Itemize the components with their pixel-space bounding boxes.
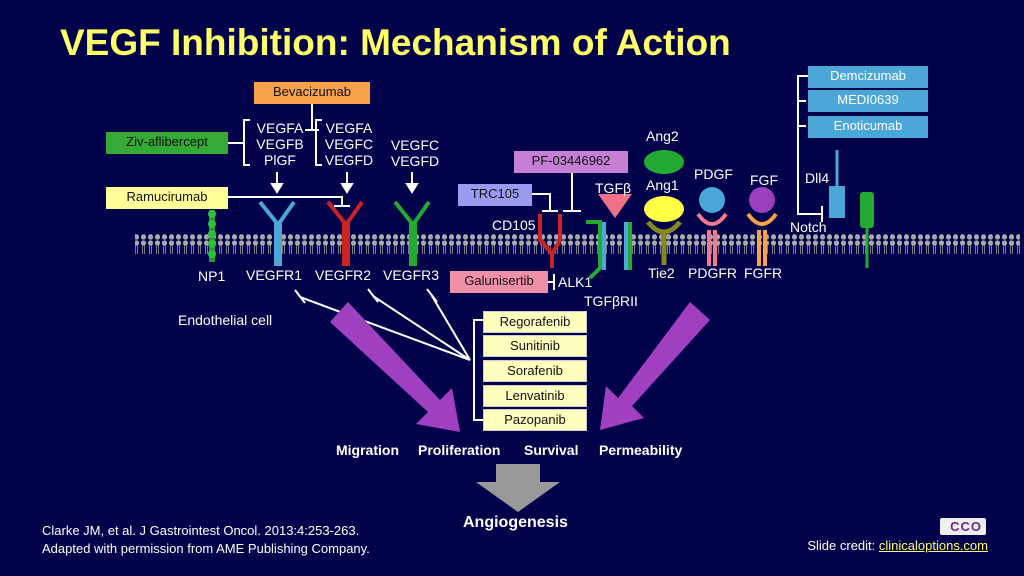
dll4-ligand bbox=[829, 150, 845, 218]
ligand-plgf: PlGF bbox=[264, 152, 296, 168]
result-angiogenesis: Angiogenesis bbox=[463, 514, 568, 531]
down-arrow bbox=[476, 464, 560, 512]
ziv-aflibercept-box: Ziv-aflibercept bbox=[106, 132, 228, 154]
trc105-box: TRC105 bbox=[458, 184, 532, 206]
tki-lenvatinib: Lenvatinib bbox=[483, 385, 587, 407]
ang2-ligand bbox=[644, 150, 684, 174]
label-tie2: Tie2 bbox=[648, 265, 675, 281]
label-vegfr3: VEGFR3 bbox=[383, 267, 440, 283]
tki-sunitinib: Sunitinib bbox=[483, 335, 587, 357]
label-vegfr2: VEGFR2 bbox=[315, 267, 372, 283]
tgfbrii-receptor bbox=[602, 222, 628, 270]
outcome-proliferation: Proliferation bbox=[418, 442, 501, 458]
tgfb-ligand bbox=[598, 194, 632, 218]
bevacizumab-box: Bevacizumab bbox=[254, 82, 370, 104]
label-cd105: CD105 bbox=[492, 217, 536, 233]
left-big-arrow bbox=[330, 302, 460, 432]
vegfr2-receptor bbox=[326, 200, 364, 266]
ang1-ligand bbox=[644, 196, 684, 222]
outcome-migration: Migration bbox=[336, 442, 399, 458]
ligand-vegfd-2: VEGFD bbox=[390, 153, 440, 169]
ligand-group1: VEGFA VEGFB PlGF bbox=[254, 120, 306, 168]
outcome-permeability: Permeability bbox=[599, 442, 683, 458]
label-tgfbrii: TGFβRII bbox=[584, 293, 638, 309]
label-alk1: ALK1 bbox=[558, 274, 593, 290]
label-ang2: Ang2 bbox=[646, 128, 679, 144]
cco-logo: CCO bbox=[940, 518, 986, 535]
alk1-receptor bbox=[586, 220, 602, 280]
ligand-group2: VEGFA VEGFC VEGFD bbox=[322, 120, 376, 168]
vegfr3-receptor bbox=[393, 200, 431, 266]
demcizumab-box: Demcizumab bbox=[808, 66, 928, 88]
label-pdgfr: PDGFR bbox=[688, 265, 737, 281]
tki-pazopanib: Pazopanib bbox=[483, 409, 587, 431]
slide-credit: Slide credit: clinicaloptions.com bbox=[807, 538, 988, 554]
inhibition-lines bbox=[228, 75, 823, 421]
ligand-vegfb: VEGFB bbox=[256, 136, 304, 152]
ligand-vegfa-2: VEGFA bbox=[325, 120, 373, 136]
label-vegfr1: VEGFR1 bbox=[246, 267, 303, 283]
label-pdgf: PDGF bbox=[694, 166, 733, 182]
tki-sorafenib: Sorafenib bbox=[483, 360, 587, 382]
clinicaloptions-link[interactable]: clinicaloptions.com bbox=[878, 538, 988, 553]
outcome-survival: Survival bbox=[524, 442, 579, 458]
ligand-vegfa-1: VEGFA bbox=[256, 120, 304, 136]
np1-receptor bbox=[208, 210, 216, 262]
citation-line1: Clarke JM, et al. J Gastrointest Oncol. … bbox=[42, 523, 360, 538]
cco-logo-text: CCO bbox=[950, 519, 982, 534]
label-fgf: FGF bbox=[750, 172, 778, 188]
fgf-ligand bbox=[749, 187, 775, 213]
label-fgfr: FGFR bbox=[744, 265, 783, 281]
citation-line2: Adapted with permission from AME Publish… bbox=[42, 541, 370, 556]
label-endothelial-cell: Endothelial cell bbox=[178, 312, 273, 328]
slide-credit-prefix: Slide credit: bbox=[807, 538, 879, 553]
label-notch: Notch bbox=[790, 219, 827, 235]
cd105-receptor bbox=[538, 214, 562, 268]
label-dll4: Dll4 bbox=[805, 170, 830, 186]
cell-membrane bbox=[135, 234, 1020, 254]
tki-regorafenib: Regorafenib bbox=[483, 311, 587, 333]
fgfr-receptor bbox=[746, 212, 778, 266]
slide-title: VEGF Inhibition: Mechanism of Action bbox=[60, 22, 731, 63]
citation: Clarke JM, et al. J Gastrointest Oncol. … bbox=[42, 522, 370, 558]
label-ang1: Ang1 bbox=[646, 177, 679, 193]
label-np1: NP1 bbox=[198, 268, 226, 284]
enoticumab-box: Enoticumab bbox=[808, 116, 928, 138]
right-big-arrow bbox=[600, 302, 710, 430]
pdgf-ligand bbox=[699, 187, 725, 213]
ramucirumab-box: Ramucirumab bbox=[106, 187, 228, 209]
ligand-vegfd-1: VEGFD bbox=[324, 152, 374, 168]
ligand-vegfc-1: VEGFC bbox=[324, 136, 374, 152]
pf-03446962-box: PF-03446962 bbox=[514, 151, 628, 173]
galunisertib-box: Galunisertib bbox=[450, 271, 548, 293]
ligand-group3: VEGFC VEGFD bbox=[388, 137, 442, 169]
ligand-arrows bbox=[270, 172, 419, 194]
vegfr1-receptor bbox=[258, 200, 296, 266]
tie2-receptor bbox=[646, 220, 682, 265]
medi0639-box: MEDI0639 bbox=[808, 90, 928, 112]
pdgfr-receptor bbox=[696, 212, 728, 266]
ligand-vegfc-2: VEGFC bbox=[390, 137, 440, 153]
notch-receptor bbox=[860, 192, 874, 268]
label-tgfb: TGFβ bbox=[595, 180, 632, 196]
